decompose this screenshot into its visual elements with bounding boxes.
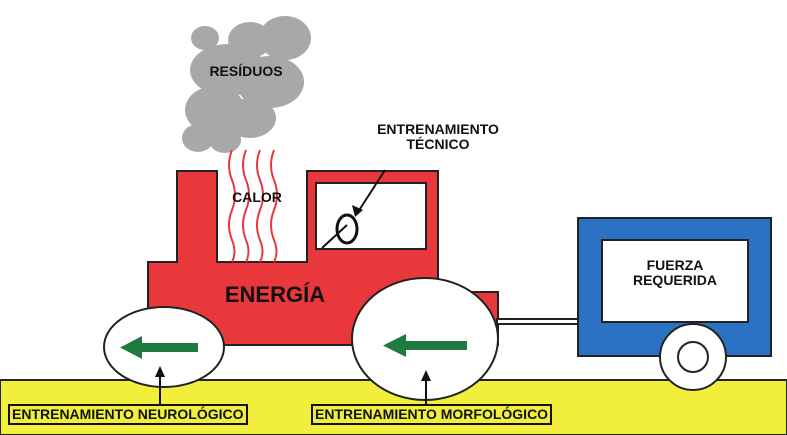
heat-label: CALOR	[232, 189, 282, 205]
morphological-pointer	[421, 370, 431, 404]
neurological-training-label: ENTRENAMIENTO NEUROLÓGICO	[8, 404, 248, 425]
technical-pointer-line	[357, 169, 386, 213]
technical-pointer-arrowhead	[352, 205, 363, 217]
neurological-pointer	[155, 366, 165, 404]
technical-training-line2: TÉCNICO	[406, 135, 470, 152]
heat-waves	[228, 149, 278, 263]
driver-lever	[321, 224, 348, 249]
technical-training-line1: ENTRENAMIENTO	[377, 121, 499, 137]
morphological-training-label: ENTRENAMIENTO MORFOLÓGICO	[311, 404, 553, 425]
driver-head	[335, 213, 359, 245]
front-wheel-arrow	[120, 336, 198, 359]
smoke-cloud	[182, 16, 311, 153]
residues-label: RESÍDUOS	[209, 63, 283, 79]
rear-wheel-arrow	[383, 334, 467, 357]
energy-label: ENERGÍA	[224, 282, 326, 307]
trailer-panel	[601, 239, 749, 323]
coupling	[496, 318, 581, 325]
required-force-line2: REQUERIDA	[632, 271, 717, 288]
technical-training-label: ENTRENAMIENTO TÉCNICO	[352, 122, 524, 151]
required-force-label: FUERZA REQUERIDA	[604, 258, 746, 287]
required-force-line1: FUERZA	[646, 257, 704, 273]
trailer-wheel-hub	[677, 341, 709, 373]
